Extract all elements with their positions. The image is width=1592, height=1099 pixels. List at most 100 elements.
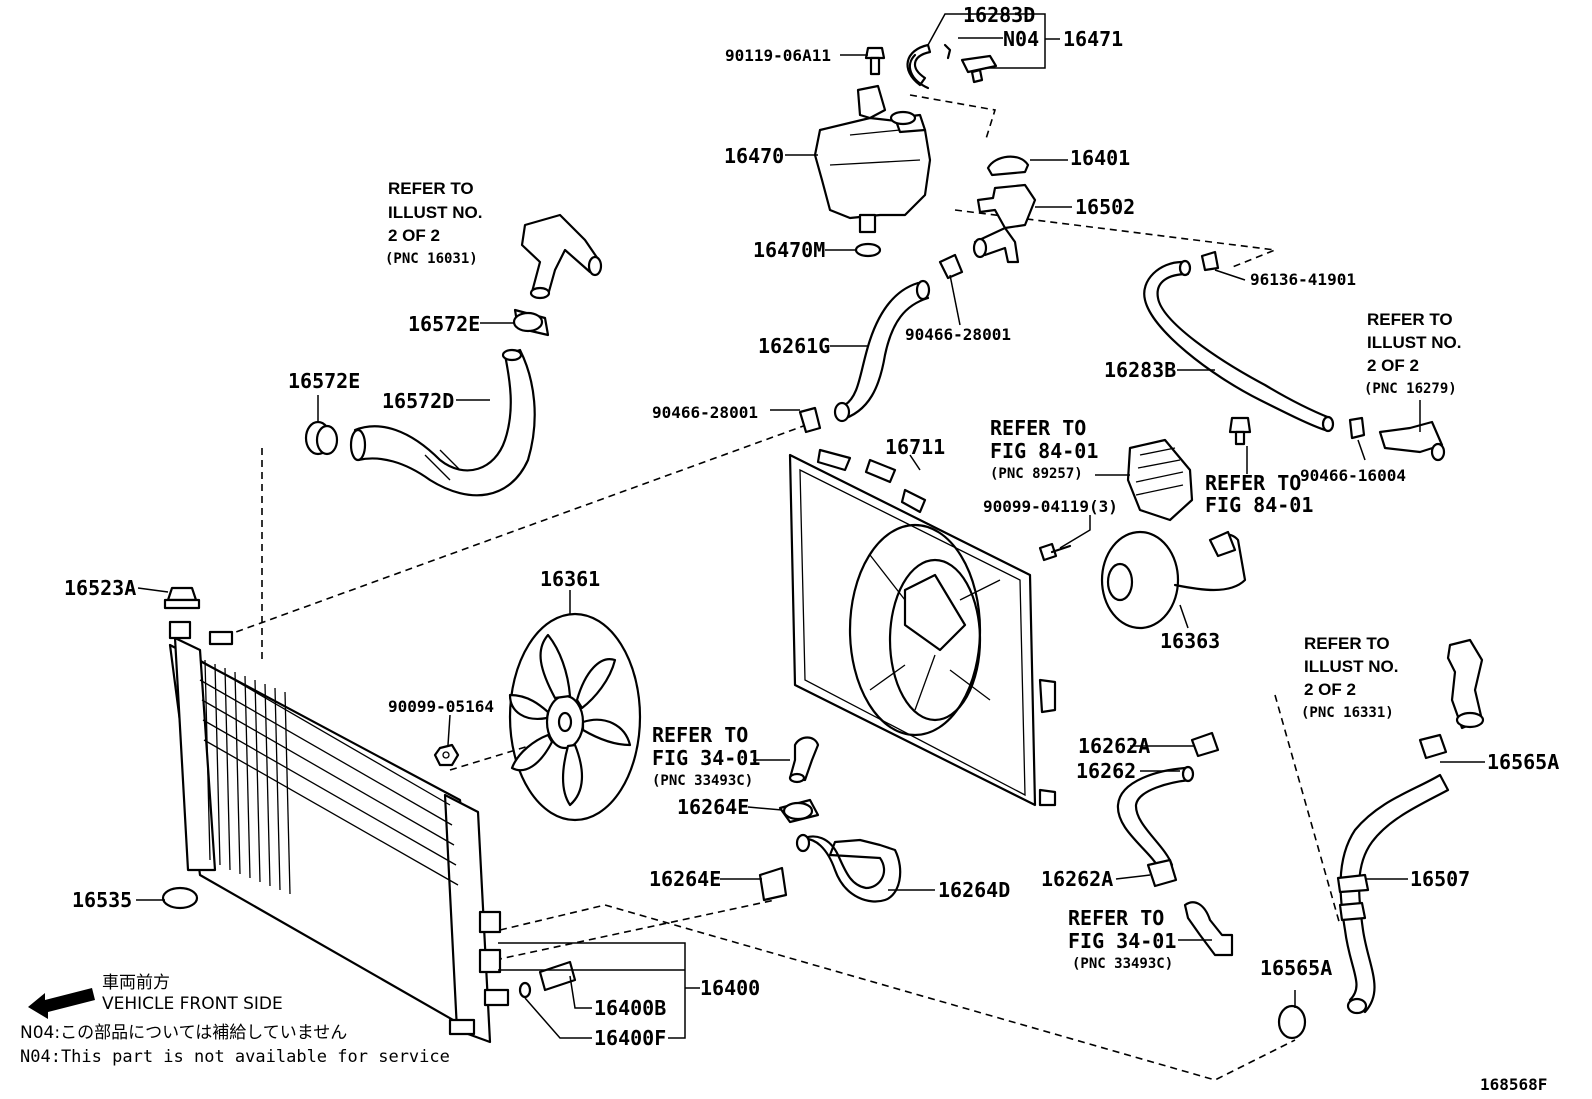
note-jp: N04:この部品については補給していません	[20, 1023, 347, 1043]
label-16572D: 16572D	[382, 389, 454, 413]
clip-90466-16004	[1348, 416, 1366, 440]
label-16361: 16361	[540, 567, 600, 591]
hose-16507	[1336, 773, 1450, 1015]
vehicle-front-arrow	[28, 988, 95, 1019]
svg-text:REFER TO: REFER TO	[1304, 634, 1390, 653]
cap-16471	[943, 43, 998, 84]
leader-lines	[136, 13, 1485, 1039]
label-16363: 16363	[1160, 629, 1220, 653]
bolt-90119-06A11	[864, 46, 886, 76]
note-en: N04:This part is not available for servi…	[20, 1047, 450, 1067]
svg-text:ILLUST NO.: ILLUST NO.	[1304, 657, 1398, 676]
clamp-16262A-lower	[1146, 858, 1178, 888]
pipe-ref-33493c-left	[788, 736, 820, 784]
clamp-16264E-lower	[758, 866, 788, 902]
union-ref-16279	[1378, 420, 1446, 462]
label-16565A-upper: 16565A	[1487, 750, 1559, 774]
direction-en: VEHICLE FRONT SIDE	[102, 994, 283, 1014]
label-16283B: 16283B	[1104, 358, 1176, 382]
svg-text:REFER TO: REFER TO	[990, 416, 1086, 440]
svg-text:2 OF 2: 2 OF 2	[1367, 356, 1419, 375]
label-16400B: 16400B	[594, 996, 666, 1020]
svg-text:REFER TO: REFER TO	[1068, 906, 1164, 930]
fan-16361	[508, 612, 642, 822]
label-16264E-upper: 16264E	[677, 795, 749, 819]
radiator-cap-16401	[986, 155, 1030, 177]
radiator-16400	[168, 620, 510, 1044]
svg-text:FIG 34-01: FIG 34-01	[1068, 929, 1176, 953]
label-16572E-left: 16572E	[288, 369, 360, 393]
grommet-16470M	[854, 242, 882, 258]
hose-clamp-16572E-left	[304, 420, 339, 456]
svg-text:(PNC 16331): (PNC 16331)	[1301, 705, 1394, 721]
label-16262A-upper: 16262A	[1078, 734, 1150, 758]
clamp-90466-28001-lower	[798, 406, 822, 434]
svg-text:(PNC 33493C): (PNC 33493C)	[1072, 956, 1173, 972]
hose-16572D	[349, 348, 536, 497]
clamp-16565A-upper	[1418, 733, 1448, 760]
svg-text:REFER TO: REFER TO	[1367, 310, 1453, 329]
label-16711: 16711	[885, 435, 945, 459]
figure-id: 168568F	[1480, 1075, 1547, 1094]
radiator-core-fins	[199, 659, 459, 895]
clamp-16262A-upper	[1190, 731, 1220, 758]
outlet-ref-16331	[1446, 638, 1485, 730]
label-16470: 16470	[724, 144, 784, 168]
ref-note-89257: REFER TO FIG 84-01 (PNC 89257)	[990, 416, 1098, 482]
label-16507: 16507	[1410, 867, 1470, 891]
drain-plug-16523A	[163, 586, 201, 610]
label-90466-28001-lower: 90466-28001	[652, 403, 758, 422]
ref-note-16031: REFER TO ILLUST NO. 2 OF 2 (PNC 16031)	[385, 179, 482, 267]
label-16283D: 16283D	[963, 3, 1035, 27]
svg-text:ILLUST NO.: ILLUST NO.	[1367, 333, 1461, 352]
clip-96136-41901	[1200, 250, 1220, 272]
label-16572E-top: 16572E	[408, 312, 480, 336]
sensor-ref-84-01	[1228, 416, 1252, 446]
label-16262A-lower: 16262A	[1041, 867, 1113, 891]
assembly-dashed-lines	[224, 94, 1341, 1081]
svg-text:FIG 84-01: FIG 84-01	[1205, 493, 1313, 517]
svg-text:(PNC 33493C): (PNC 33493C)	[652, 773, 753, 789]
label-90119-06A11: 90119-06A11	[725, 46, 831, 65]
part-labels: 16283D N04 16471 90119-06A11 16470 16401…	[64, 3, 1559, 1050]
label-90099-04119: 90099-04119(3)	[983, 497, 1118, 516]
clamp-16264E-upper	[778, 798, 820, 824]
hose-16283D	[906, 43, 932, 90]
ref-note-84-01: REFER TO FIG 84-01	[1205, 471, 1313, 517]
label-16262: 16262	[1076, 759, 1136, 783]
ref-note-16279: REFER TO ILLUST NO. 2 OF 2 (PNC 16279)	[1364, 310, 1461, 397]
svg-text:(PNC 16031): (PNC 16031)	[385, 251, 478, 267]
water-outlet-ref-16031	[520, 213, 603, 300]
label-16261G: 16261G	[758, 334, 830, 358]
label-16401: 16401	[1070, 146, 1130, 170]
label-16470M: 16470M	[753, 238, 825, 262]
label-16264E-lower: 16264E	[649, 867, 721, 891]
hose-clamp-16572E-top	[512, 308, 550, 337]
label-16535: 16535	[72, 888, 132, 912]
hose-16283B	[1143, 259, 1335, 433]
inlet-16502	[972, 183, 1037, 264]
svg-text:(PNC 89257): (PNC 89257)	[990, 466, 1083, 482]
footer: 車両前方 VEHICLE FRONT SIDE N04:この部品については補給し…	[20, 973, 1547, 1094]
svg-text:REFER TO: REFER TO	[388, 179, 474, 198]
direction-jp: 車両前方	[102, 973, 170, 993]
resistor-ref-89257	[1126, 438, 1194, 522]
label-16400F: 16400F	[594, 1026, 666, 1050]
label-16471: 16471	[1063, 27, 1123, 51]
svg-text:REFER TO: REFER TO	[1205, 471, 1301, 495]
label-96136-41901: 96136-41901	[1250, 270, 1356, 289]
label-90099-05164: 90099-05164	[388, 697, 494, 716]
label-16264D: 16264D	[938, 878, 1010, 902]
svg-text:ILLUST NO.: ILLUST NO.	[388, 203, 482, 222]
ref-note-33493c-left: REFER TO FIG 34-01 (PNC 33493C)	[652, 723, 760, 789]
label-90466-16004: 90466-16004	[1300, 466, 1406, 485]
pipe-ref-33493c-right	[1183, 901, 1234, 957]
drain-cock-16400B	[518, 960, 577, 999]
ref-note-33493c-right: REFER TO FIG 34-01 (PNC 33493C)	[1068, 906, 1176, 972]
clamp-16565A-lower	[1277, 1004, 1307, 1040]
svg-text:(PNC 16279): (PNC 16279)	[1364, 381, 1457, 397]
svg-text:REFER TO: REFER TO	[652, 723, 748, 747]
fan-motor-16363	[1100, 530, 1247, 630]
label-90466-28001-upper: 90466-28001	[905, 325, 1011, 344]
